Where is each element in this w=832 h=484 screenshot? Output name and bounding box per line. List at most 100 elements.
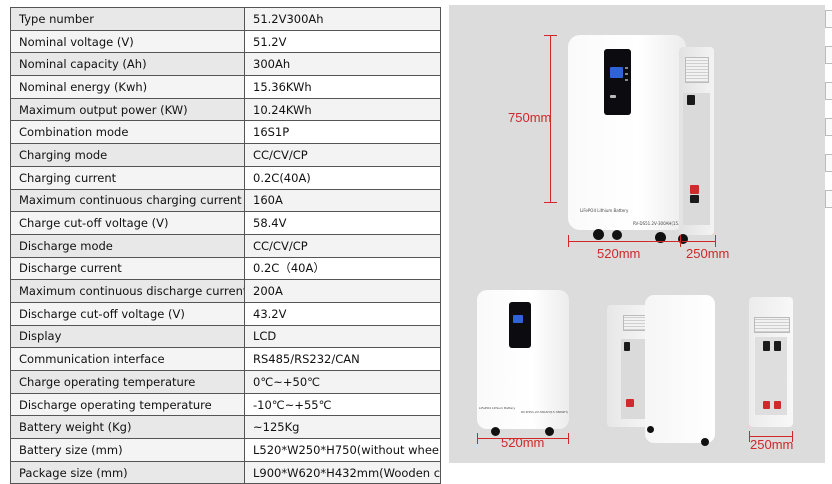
spec-label: Maximum continuous charging current <box>10 188 245 213</box>
length-small-tick-left <box>477 433 478 444</box>
battery-front-view: LiFePO4 Lithium Battery RV-DS51.2V-300AH… <box>477 290 569 429</box>
width-small-dimension-line <box>749 436 793 437</box>
spec-value: 0℃~+50℃ <box>244 370 441 394</box>
spec-row: Nominal capacity (Ah)300Ah <box>10 52 441 77</box>
edge-tab <box>825 46 832 64</box>
spec-label: Nominal capacity (Ah) <box>10 52 245 77</box>
spec-value: 43.2V <box>244 301 441 326</box>
terminal-black-side <box>763 341 770 351</box>
spec-label: Charge operating temperature <box>10 370 245 394</box>
terminal-black <box>687 95 695 105</box>
wheel <box>678 234 688 244</box>
height-dimension-line <box>550 35 551 203</box>
spec-value: -10℃~+55℃ <box>244 392 441 417</box>
spec-value: 200A <box>244 279 441 303</box>
spec-label: Maximum continuous discharge current <box>10 279 245 303</box>
side-rail-side <box>755 337 787 415</box>
battery-main-front: LiFePO4 Lithium Battery RV-DS51.2V-300AH… <box>568 35 695 230</box>
spec-value: L900*W620*H432mm(Wooden case) <box>244 460 441 484</box>
side-rail <box>683 93 710 225</box>
width-small-tick-right <box>792 431 793 442</box>
edge-tab <box>825 190 832 208</box>
spec-value: 0.2C（40A） <box>244 256 441 281</box>
battery-rear-side <box>607 305 649 427</box>
battery-side-view <box>749 297 793 427</box>
length-tick-left <box>568 235 569 247</box>
battery-main-side <box>679 47 714 235</box>
model-label-small: RV-DS51.2V-300AH(15.36KWH) <box>521 410 568 414</box>
lcd-screen-small <box>513 315 523 323</box>
spec-label: Maximum output power (KW) <box>10 97 245 122</box>
side-rail-rear <box>621 339 647 419</box>
terminal-red <box>690 185 699 194</box>
spec-value: 51.2V <box>244 29 441 54</box>
spec-value: 15.36KWh <box>244 75 441 99</box>
spec-label: Nominal voltage (V) <box>10 29 245 54</box>
spec-row: Battery size (mm)L520*W250*H750(without … <box>10 438 441 462</box>
spec-value: CC/CV/CP <box>244 143 441 167</box>
spec-label: Package size (mm) <box>10 460 245 484</box>
edge-tabs <box>825 10 832 226</box>
spec-value: L520*W250*H750(without wheels) <box>244 438 441 462</box>
spec-row: Nominal voltage (V)51.2V <box>10 29 441 54</box>
height-dimension-tick-top <box>544 35 557 36</box>
spec-label: Nominal energy (Kwh) <box>10 75 245 99</box>
wheel <box>647 426 654 433</box>
spec-row: Nominal energy (Kwh)15.36KWh <box>10 75 441 99</box>
length-small-tick-right <box>568 433 569 444</box>
edge-tab <box>825 82 832 100</box>
wheel <box>701 438 709 446</box>
edge-tab <box>825 10 832 28</box>
edge-tab <box>825 118 832 136</box>
vent-grille-rear <box>623 315 647 331</box>
spec-value: 58.4V <box>244 211 441 235</box>
terminal-red-side <box>763 401 770 409</box>
spec-value: 51.2V300Ah <box>244 7 441 31</box>
spec-label: Charging current <box>10 165 245 190</box>
vent-grille <box>685 57 709 83</box>
width-tick-right <box>715 235 716 247</box>
width-small-dimension-label: 250mm <box>750 437 794 452</box>
terminal-red-rear <box>626 399 634 407</box>
spec-label: Charging mode <box>10 143 245 167</box>
terminal-black-rear <box>624 342 630 351</box>
length-small-dimension-line <box>477 438 569 439</box>
spec-label: Type number <box>10 7 245 31</box>
spec-label: Battery size (mm) <box>10 438 245 462</box>
vent-grille-side <box>754 317 790 333</box>
brand-label: LiFePO4 Lithium Battery <box>580 208 629 213</box>
length-dimension-line <box>568 241 680 242</box>
width-small-tick-left <box>749 431 750 442</box>
spec-value: 160A <box>244 188 441 213</box>
lcd-screen <box>610 67 623 78</box>
brand-label-small: LiFePO4 Lithium Battery <box>479 406 516 410</box>
terminal-red-side-2 <box>774 401 781 409</box>
battery-rear-back <box>645 295 715 443</box>
wheel <box>491 427 500 436</box>
spec-row: Maximum output power (KW)10.24KWh <box>10 97 441 122</box>
spec-label: Communication interface <box>10 347 245 371</box>
spec-value: 10.24KWh <box>244 97 441 122</box>
terminal-black-side-2 <box>774 341 781 351</box>
spec-label: Display <box>10 324 245 349</box>
width-dimension-line <box>682 241 715 242</box>
spec-value: 16S1P <box>244 120 441 145</box>
spec-row: Package size (mm)L900*W620*H432mm(Wooden… <box>10 460 441 484</box>
spec-value: ~125Kg <box>244 415 441 440</box>
spec-label: Charge cut-off voltage (V) <box>10 211 245 235</box>
spec-row: Battery weight (Kg)~125Kg <box>10 415 441 440</box>
spec-row: Discharge cut-off voltage (V)43.2V <box>10 301 441 326</box>
spec-value: CC/CV/CP <box>244 233 441 258</box>
